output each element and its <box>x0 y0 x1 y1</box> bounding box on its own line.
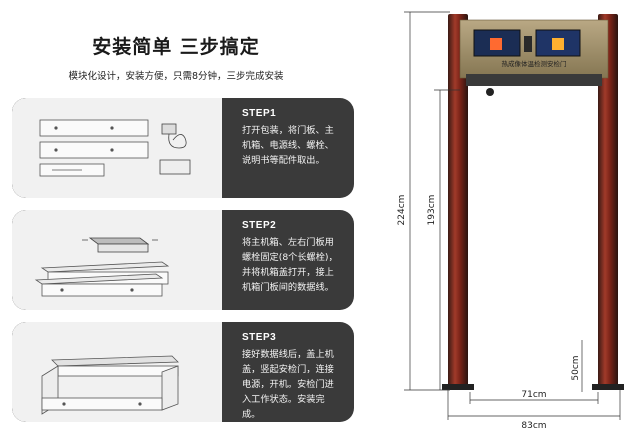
panel-label: 热成像体温检测安检门 <box>502 59 567 68</box>
width-total-label: 83cm <box>521 421 546 431</box>
security-gate-diagram: 热成像体温检测安检门 224cm 193cm 50cm 71cm 83cm <box>397 11 624 431</box>
width-inner-label: 71cm <box>521 390 546 400</box>
camera-icon <box>486 88 494 96</box>
step3-label: STEP3 <box>242 332 277 343</box>
step3-description: 接好数据线后，盖上机盖，竖起安检门，连接电源，开机。安检门进入工作状态。安装完成… <box>242 349 334 420</box>
step1-text-panel: STEP1 打开包装，将门板、主机箱、电源线、螺栓、说明书等配件取出。 <box>222 98 354 198</box>
assembled-gate-icon <box>41 355 179 415</box>
step1-illustration <box>12 98 222 198</box>
height-total-label: 224cm <box>397 195 407 226</box>
door-panel-icon <box>34 261 170 297</box>
step-card-3: STEP3 接好数据线后，盖上机盖，竖起安检门，连接电源，开机。安检门进入工作状… <box>12 322 354 422</box>
step1-description: 打开包装，将门板、主机箱、电源线、螺栓、说明书等配件取出。 <box>242 125 334 166</box>
host-box-icon <box>82 237 158 253</box>
step1-label: STEP1 <box>242 108 277 119</box>
depth-label: 50cm <box>571 355 581 380</box>
page-subtitle: 模块化设计，安装方便，只需8分钟，三步完成安装 <box>68 71 284 82</box>
page-title: 安装简单 三步搞定 <box>92 36 260 58</box>
step3-text-panel: STEP3 接好数据线后，盖上机盖，竖起安检门，连接电源，开机。安检门进入工作状… <box>222 322 354 422</box>
door-panel-icon <box>39 119 149 177</box>
step-card-2: STEP2 将主机箱、左右门板用螺栓固定(8个长螺栓)，并将机箱盖打开，接上机箱… <box>12 210 354 310</box>
power-cable-icon <box>159 123 191 175</box>
step2-text-panel: STEP2 将主机箱、左右门板用螺栓固定(8个长螺栓)，并将机箱盖打开，接上机箱… <box>222 210 354 310</box>
left-pillar <box>448 14 468 388</box>
height-inner-label: 193cm <box>427 195 437 226</box>
step2-illustration <box>12 210 222 310</box>
right-pillar <box>598 14 618 388</box>
step-card-1: STEP1 打开包装，将门板、主机箱、电源线、螺栓、说明书等配件取出。 <box>12 98 354 198</box>
step2-label: STEP2 <box>242 220 277 231</box>
step2-description: 将主机箱、左右门板用螺栓固定(8个长螺栓)，并将机箱盖打开，接上机箱门板间的数据… <box>242 237 338 293</box>
step3-illustration <box>12 322 222 422</box>
